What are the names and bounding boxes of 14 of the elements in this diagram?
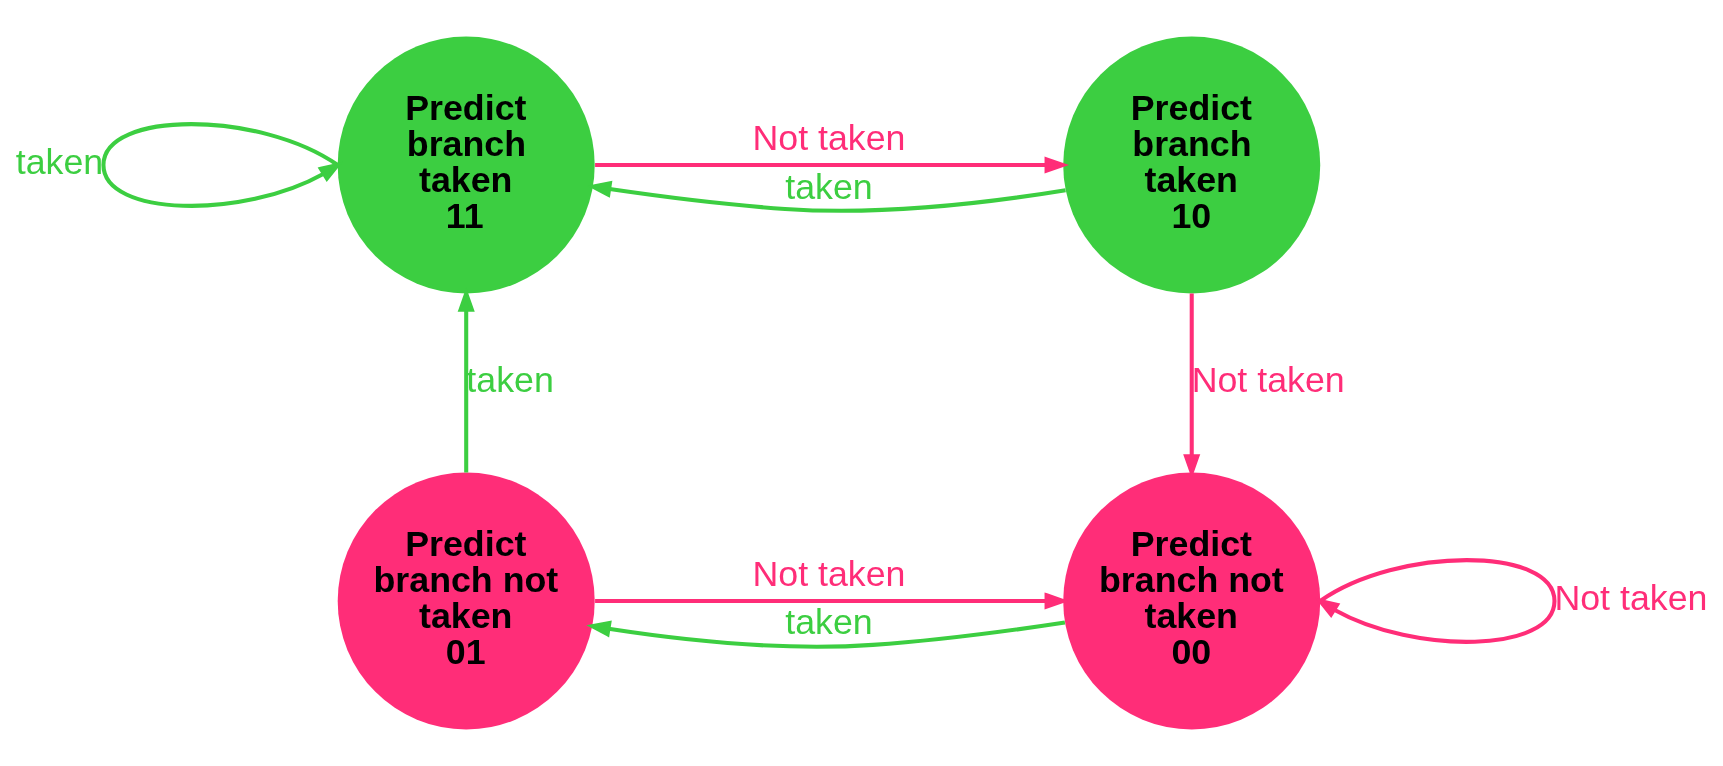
edge-label: taken [466, 360, 554, 401]
edge-label: Not taken [752, 117, 906, 158]
edge-label: taken [785, 602, 873, 643]
edge-label: Not taken [1191, 360, 1345, 401]
edge-label: Not taken [1554, 578, 1708, 619]
node-circle: Predict branch not taken 00 [1063, 472, 1321, 730]
node-circle: Predict branch taken 11 [337, 36, 595, 294]
arrow [586, 620, 1066, 649]
arrow [595, 156, 1069, 174]
edge-label: Not taken [752, 553, 906, 594]
node-circle: Predict branch not taken 01 [337, 472, 595, 730]
edge-label: taken [785, 166, 873, 207]
edge-label: taken [15, 142, 104, 183]
node-circle: Predict branch taken 10 [1063, 36, 1321, 294]
